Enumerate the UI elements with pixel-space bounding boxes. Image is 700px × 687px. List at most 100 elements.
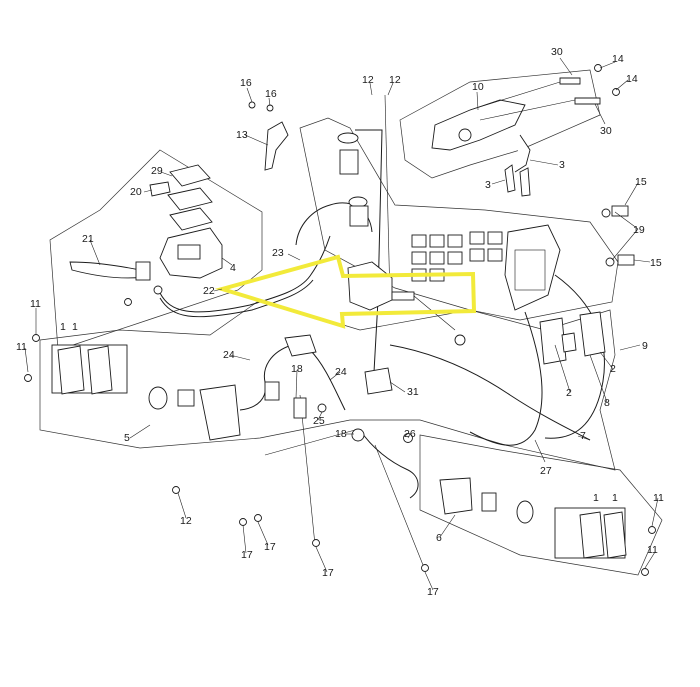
piston-left xyxy=(148,386,168,410)
cable-tie-line xyxy=(384,94,391,301)
hose-rear-loop xyxy=(544,274,605,439)
lever-pivot xyxy=(135,261,151,281)
callout-11: 11 xyxy=(647,544,658,556)
callout-15: 15 xyxy=(635,176,647,188)
callout-10: 10 xyxy=(472,81,484,93)
pad-left xyxy=(539,317,567,365)
reservoir-cup-rear xyxy=(349,205,369,227)
callout-9: 9 xyxy=(642,340,648,352)
callout-2: 2 xyxy=(610,363,616,375)
bolt-11d xyxy=(641,568,649,576)
nut-14b xyxy=(612,88,620,96)
callout-16: 16 xyxy=(265,88,277,100)
callout-1: 1 xyxy=(612,492,618,504)
callout-14: 14 xyxy=(612,53,624,65)
bolt-17d xyxy=(421,564,429,572)
rear-master-cylinder-region xyxy=(299,117,619,321)
pedal-rod-line xyxy=(264,429,356,456)
clevis xyxy=(454,334,466,346)
callout-30: 30 xyxy=(551,46,563,58)
callout-21: 21 xyxy=(82,233,94,245)
callout-3: 3 xyxy=(485,179,491,191)
bracket-18b xyxy=(293,397,307,419)
pedal-pivot xyxy=(458,128,472,142)
front-master-cylinder xyxy=(69,164,223,306)
hose-22 xyxy=(159,235,331,313)
seal-kit xyxy=(411,224,561,311)
seal-kit-left xyxy=(411,234,463,282)
return-spring-3 xyxy=(504,164,531,197)
bolt-15b xyxy=(617,254,635,266)
pedal-shaft-2 xyxy=(479,99,576,121)
callout-1: 1 xyxy=(60,321,66,333)
bolt-15a xyxy=(611,205,629,217)
hose-27 xyxy=(469,311,543,446)
callout-2: 2 xyxy=(566,387,572,399)
nut-14a xyxy=(594,64,602,72)
caliper-body-left xyxy=(199,384,241,441)
callout-24: 24 xyxy=(223,349,235,361)
brake-pads xyxy=(539,311,606,365)
brake-switch xyxy=(248,101,289,171)
callout-18: 18 xyxy=(335,428,347,440)
hose-vertical xyxy=(355,129,383,373)
callout-17: 17 xyxy=(241,549,253,561)
guide-line-lower xyxy=(299,394,316,546)
callout-12: 12 xyxy=(389,74,401,86)
caliper-body-right xyxy=(439,477,473,515)
callout-12: 12 xyxy=(362,74,374,86)
caliper-fins xyxy=(514,249,546,291)
bolt-11a xyxy=(32,334,40,342)
callout-11: 11 xyxy=(30,298,41,310)
pedal-rod-30b xyxy=(574,97,601,105)
hose-lower-right xyxy=(359,429,419,499)
callout-15: 15 xyxy=(650,257,662,269)
callout-11: 11 xyxy=(16,341,27,353)
pad-plate-left-1 xyxy=(57,345,85,395)
callout-12: 12 xyxy=(180,515,192,527)
screw-16a xyxy=(248,101,256,109)
callout-8: 8 xyxy=(604,397,610,409)
reservoir-cap-rear xyxy=(337,132,359,144)
callout-17: 17 xyxy=(322,567,334,579)
callout-24: 24 xyxy=(335,366,347,378)
callout-26: 26 xyxy=(404,428,416,440)
callout-5: 5 xyxy=(124,432,130,444)
seal-right xyxy=(516,500,534,524)
callout-11: 11 xyxy=(653,492,664,504)
highlight-arrow xyxy=(214,254,477,329)
bracket-18a xyxy=(264,381,280,401)
pad-plate-left-2 xyxy=(87,345,113,395)
bolt-11b xyxy=(24,374,32,382)
hose-22-inner xyxy=(159,279,314,318)
bolt-17b xyxy=(254,514,262,522)
pedal-spring xyxy=(514,134,531,173)
callout-27: 27 xyxy=(540,465,552,477)
pedal-shaft xyxy=(469,81,561,111)
piston-left-2 xyxy=(177,389,195,407)
callout-30: 30 xyxy=(600,125,612,137)
callout-22: 22 xyxy=(203,285,215,297)
callout-7: 7 xyxy=(580,430,586,442)
pad-plate-right-1 xyxy=(579,511,605,559)
callout-29: 29 xyxy=(151,165,163,177)
reservoir-seal-rear xyxy=(348,196,368,208)
reservoir-diaphragm xyxy=(169,207,213,231)
pad-shim xyxy=(561,332,577,353)
hose-7 xyxy=(389,344,591,441)
callout-17: 17 xyxy=(264,541,276,553)
callout-17: 17 xyxy=(427,586,439,598)
washer-19a xyxy=(601,208,611,218)
pedal-rod-30a xyxy=(559,77,581,85)
rear-right-caliper xyxy=(439,477,656,576)
front-master-cylinder-region xyxy=(49,149,263,351)
brake-lever-21 xyxy=(69,261,146,279)
caliper-bolts xyxy=(601,205,635,267)
guide-line-lower-right xyxy=(374,444,426,571)
rear-master-body xyxy=(347,261,393,311)
callout-6: 6 xyxy=(436,532,442,544)
callout-4: 4 xyxy=(230,262,236,274)
callout-3: 3 xyxy=(559,159,565,171)
callout-25: 25 xyxy=(313,415,325,427)
